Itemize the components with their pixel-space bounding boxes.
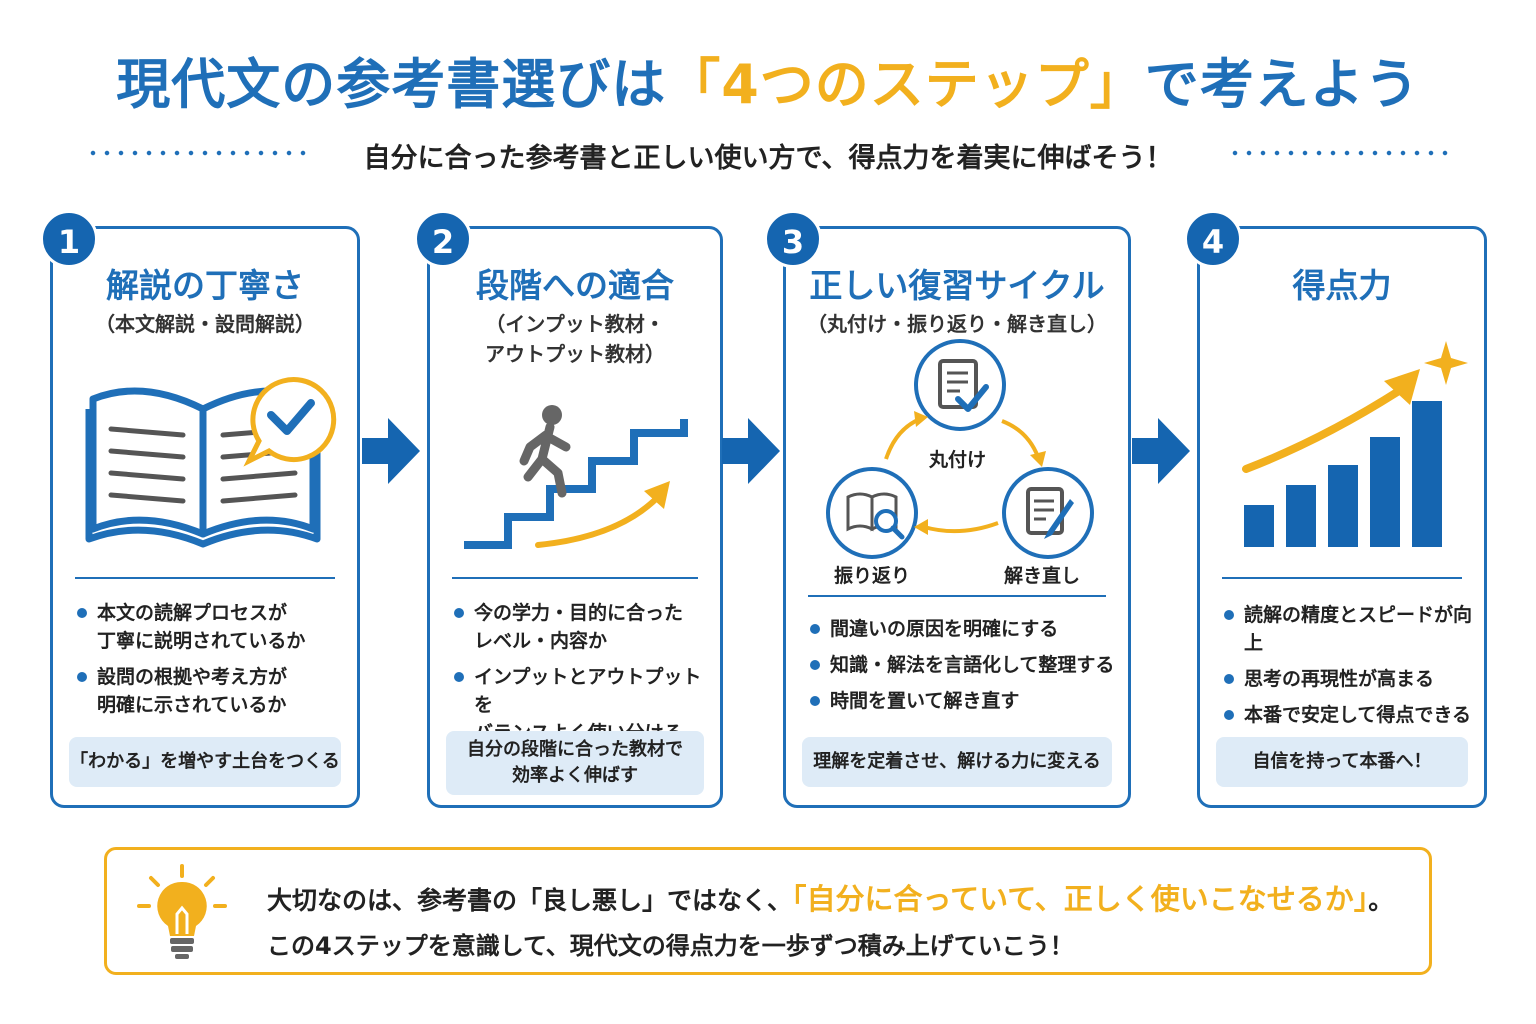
page-subtitle: 自分に合った参考書と正しい使い方で、得点力を着実に伸ばそう！ (363, 143, 1173, 174)
arrow-right-icon (722, 418, 780, 484)
title-highlight: 「4つのステップ」 (666, 53, 1145, 116)
dotted-divider-right (1228, 150, 1448, 156)
stairs-climber-icon (464, 405, 688, 549)
step-note: 自分の段階に合った教材で 効率よく伸ばす (446, 731, 704, 795)
summary-line-2: この4ステップを意識して、現代文の得点力を一歩ずつ積み上げていこう！ (267, 932, 1074, 960)
dotted-divider-left (86, 150, 306, 156)
lightbulb-icon (137, 864, 227, 959)
bullet-item: 本番で安定して得点できる (1222, 701, 1474, 729)
step-divider (1222, 577, 1462, 579)
arrow-right-icon (1132, 418, 1190, 484)
step-number-badge-4: 4 (1184, 210, 1242, 268)
step-note: 「わかる」を増やす土台をつくる (69, 737, 341, 787)
title-post: で考えよう (1144, 53, 1420, 116)
step-title: 得点力 (1292, 266, 1392, 305)
bullet-item: 思考の再現性が高まる (1222, 665, 1474, 693)
step-card-3: 正しい復習サイクル （丸付け・振り返り・解き直し） 丸付け 振り返り 解き直し … (783, 226, 1131, 808)
bullet-dot (810, 624, 820, 634)
step-note: 自信を持って本番へ！ (1216, 737, 1468, 787)
bullet-item: 時間を置いて解き直す (808, 687, 1118, 715)
step-subtitle: （本文解説・設問解説） (95, 312, 315, 336)
bullet-dot (1224, 710, 1234, 720)
step-note: 理解を定着させ、解ける力に変える (802, 737, 1112, 787)
step-number-badge-3: 3 (764, 210, 822, 268)
cycle-label-reflection: 振り返り (834, 565, 911, 587)
summary-box: 大切なのは、参考書の「良し悪し」ではなく、「自分に合っていて、正しく使いこなせる… (104, 847, 1432, 975)
bullet-dot (77, 672, 87, 682)
step-divider (808, 595, 1106, 597)
bullet-item: 読解の精度とスピードが向上 (1222, 601, 1474, 657)
cycle-label-marking: 丸付け (929, 449, 987, 471)
review-cycle-icon (826, 339, 1094, 559)
title-pre: 現代文の参考書選びは (116, 53, 667, 116)
bullet-dot (77, 608, 87, 618)
bullet-item: 設問の根拠や考え方が 明確に示されているか (75, 663, 347, 719)
step-number-badge-1: 1 (40, 210, 98, 268)
bullet-dot (1224, 610, 1234, 620)
step-title: 正しい復習サイクル (809, 266, 1105, 305)
step-subtitle: （丸付け・振り返り・解き直し） (807, 312, 1107, 336)
step-bullet-list: 読解の精度とスピードが向上 思考の再現性が高まる 本番で安定して得点できる (1222, 601, 1474, 737)
bullet-dot (454, 672, 464, 682)
step-card-4: 得点力 読解の精度とスピードが向上 思考の再現性が高まる 本番で安定して得点でき… (1197, 226, 1487, 808)
step-card-1: 解説の丁寧さ （本文解説・設問解説） 本文の読解プロセスが 丁寧に説明されている… (50, 226, 360, 808)
bullet-item: 間違いの原因を明確にする (808, 615, 1118, 643)
bullet-item: 本文の読解プロセスが 丁寧に説明されているか (75, 599, 347, 655)
step-title: 解説の丁寧さ (106, 266, 304, 305)
page-title: 現代文の参考書選びは「4つのステップ」で考えよう (0, 40, 1536, 119)
step-card-2: 段階への適合 （インプット教材・ アウトプット教材） 今の学力・目的に合った レ… (427, 226, 723, 808)
bullet-dot (810, 660, 820, 670)
subtitle-row: 自分に合った参考書と正しい使い方で、得点力を着実に伸ばそう！ (0, 128, 1536, 178)
cycle-label-resolve: 解き直し (1004, 565, 1081, 587)
step-number-badge-2: 2 (414, 210, 472, 268)
open-book-check-icon (85, 377, 337, 548)
step-divider (452, 577, 698, 579)
arrow-right-icon (362, 418, 420, 484)
bullet-dot (1224, 674, 1234, 684)
step-bullet-list: 本文の読解プロセスが 丁寧に説明されているか 設問の根拠や考え方が 明確に示され… (75, 599, 347, 727)
bullet-dot (454, 608, 464, 618)
growth-bar-chart-icon (1242, 341, 1468, 547)
bullet-item: 知識・解法を言語化して整理する (808, 651, 1118, 679)
step-subtitle: （インプット教材・ アウトプット教材） (485, 312, 665, 366)
bullet-dot (810, 696, 820, 706)
step-divider (75, 577, 335, 579)
bullet-item: 今の学力・目的に合った レベル・内容か (452, 599, 710, 655)
step-bullet-list: 間違いの原因を明確にする 知識・解法を言語化して整理する 時間を置いて解き直す (808, 615, 1118, 723)
summary-line-1: 大切なのは、参考書の「良し悪し」ではなく、「自分に合っていて、正しく使いこなせる… (267, 882, 1394, 916)
step-title: 段階への適合 (476, 266, 674, 305)
